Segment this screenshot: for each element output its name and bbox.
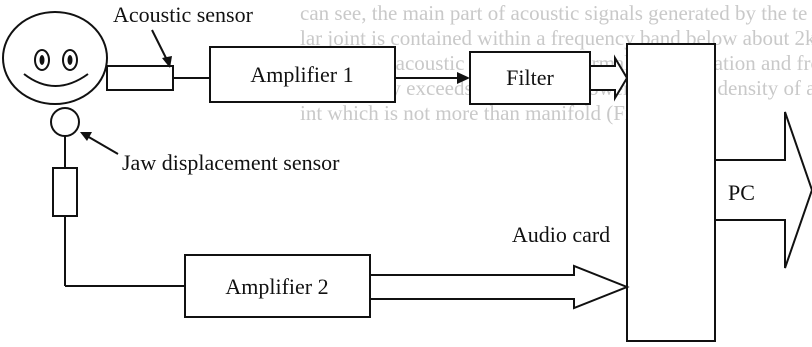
amplifier-2-box [184,254,371,318]
left-eye [34,49,50,71]
mouth [23,73,89,87]
jaw-sensor-label: Jaw displacement sensor [122,150,340,175]
amplifier-1-label: Amplifier 1 [250,62,353,87]
audio-card-label: Audio card [512,222,610,247]
jaw-sensor-resistor [52,167,78,217]
arrow-audio-pc [714,111,812,269]
jaw-sensor-circle [50,107,80,137]
acoustic-sensor-label: Acoustic sensor [113,2,254,27]
pc-label: PC [728,180,755,205]
acoustic-pointer-head [162,56,172,68]
face-icon [2,11,108,105]
left-pupil [39,55,45,65]
filter-label: Filter [506,65,554,90]
arrow-filter-audio [589,54,629,102]
right-pupil [67,55,73,65]
face-outline [2,11,108,105]
filter-box [469,51,591,105]
acoustic-label-pointer [151,29,169,63]
arrow-amp1-filter [457,72,470,84]
amplifier-2-label: Amplifier 2 [225,274,328,299]
jaw-pointer-head [80,132,92,141]
audio-card-box [626,43,716,342]
acoustic-sensor-block [106,65,174,91]
jaw-label-pointer [86,135,119,155]
bleed-line-1: can see, the main part of acoustic signa… [300,1,807,25]
amplifier-1-box [209,46,396,103]
arrow-amp2-audio [369,264,630,310]
right-eye [62,49,78,71]
